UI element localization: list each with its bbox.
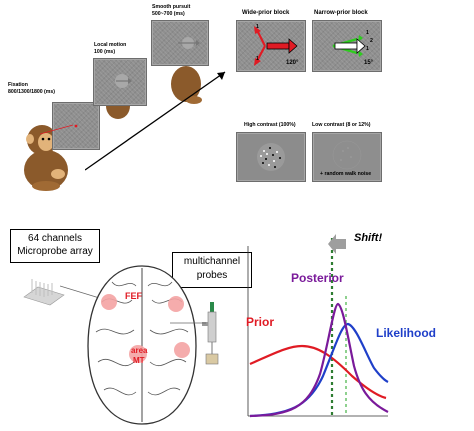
fixation-title: Fixation bbox=[8, 82, 28, 88]
gaze-line bbox=[40, 124, 74, 135]
brain-illustration bbox=[87, 265, 197, 425]
probe-device-icon bbox=[202, 302, 219, 365]
high-contrast-title: High contrast (100%) bbox=[244, 122, 296, 128]
fixation-screen bbox=[52, 102, 100, 150]
wide-prior-screen bbox=[236, 20, 306, 72]
shift-arrow-body bbox=[336, 239, 346, 249]
time-arrow bbox=[85, 71, 226, 171]
narrow-prior-tick-1: 1 bbox=[366, 30, 369, 36]
fixation-dot-icon bbox=[74, 124, 78, 128]
narrow-prior-screen bbox=[312, 20, 382, 72]
motion-patch-icon bbox=[115, 74, 132, 88]
likelihood-label: Likelihood bbox=[376, 326, 436, 340]
shift-label: Shift! bbox=[354, 232, 383, 244]
microprobe-array-label-box: 64 channels Microprobe array bbox=[10, 229, 100, 263]
wide-prior-title: Wide-prior block bbox=[242, 10, 290, 16]
likelihood-curve bbox=[249, 322, 389, 418]
high-contrast-dots-icon bbox=[257, 143, 285, 171]
low-contrast-screen bbox=[312, 132, 382, 182]
region-mt-label-line2: MT bbox=[133, 356, 145, 365]
shift-arrow-head bbox=[328, 234, 336, 254]
region-fef-label: FEF bbox=[125, 291, 142, 301]
wide-prior-arrows-icon bbox=[254, 26, 298, 66]
region-mt-label-line1: area bbox=[131, 346, 148, 355]
local-motion-title: Local motion bbox=[94, 42, 127, 48]
multichannel-probes-label-box: multichannel probes bbox=[172, 252, 252, 288]
posterior-label: Posterior bbox=[291, 271, 344, 285]
local-motion-screen bbox=[93, 58, 147, 106]
narrow-prior-title: Narrow-prior block bbox=[314, 10, 368, 16]
multichannel-probes-label-line2: probes bbox=[196, 270, 228, 281]
high-contrast-screen bbox=[236, 132, 306, 182]
smooth-pursuit-timing: 500~700 (ms) bbox=[152, 11, 185, 17]
prior-label: Prior bbox=[246, 315, 275, 329]
multichannel-probes-label-line1: multichannel bbox=[183, 256, 241, 267]
wide-prior-tick-2: 1 bbox=[256, 56, 259, 62]
random-walk-note: + random walk noise bbox=[320, 171, 372, 177]
narrow-prior-tick-3: 1 bbox=[366, 46, 369, 52]
microprobe-array-icon bbox=[23, 279, 65, 306]
probe-connector-line bbox=[170, 322, 206, 324]
narrow-prior-arrows-icon bbox=[332, 35, 366, 57]
monkey-fixation-illustration bbox=[24, 125, 68, 191]
narrow-prior-angle: 15° bbox=[364, 60, 374, 66]
low-contrast-dots-icon bbox=[332, 140, 362, 170]
microprobe-array-label-line1: 64 channels bbox=[28, 233, 82, 244]
pursuit-motion-icon bbox=[178, 37, 200, 49]
smooth-pursuit-screen bbox=[151, 20, 209, 66]
prior-curve bbox=[249, 344, 387, 400]
smooth-pursuit-title: Smooth pursuit bbox=[152, 4, 191, 10]
microprobe-array-label-line2: Microprobe array bbox=[17, 246, 93, 257]
narrow-prior-tick-2: 2 bbox=[370, 38, 373, 44]
wide-prior-angle: 120° bbox=[286, 60, 299, 66]
fixation-timing: 800/1300/1800 (ms) bbox=[8, 89, 56, 95]
low-contrast-title: Low contrast (8 or 12%) bbox=[312, 122, 371, 128]
local-motion-timing: 100 (ms) bbox=[94, 49, 116, 55]
posterior-curve bbox=[249, 302, 389, 418]
bayes-plot bbox=[247, 234, 389, 418]
wide-prior-tick-1: 1 bbox=[256, 24, 259, 30]
